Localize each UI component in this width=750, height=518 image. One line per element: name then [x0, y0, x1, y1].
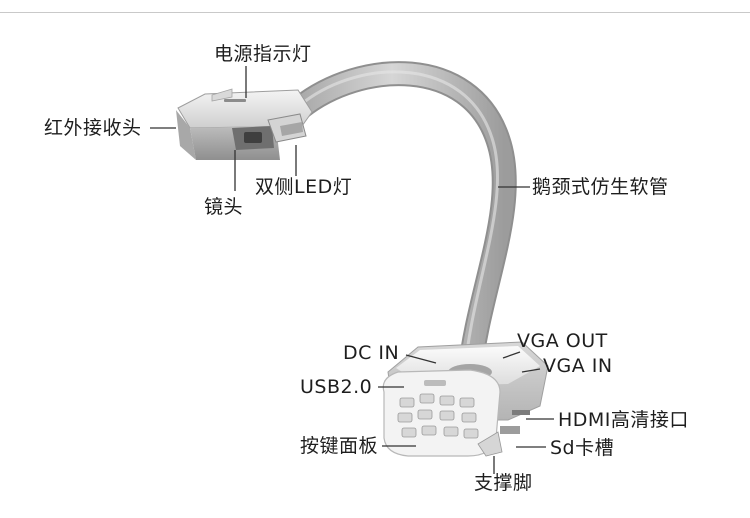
base-unit	[382, 341, 549, 457]
label-usb: USB2.0	[300, 376, 373, 398]
leader-dc-in	[405, 354, 437, 364]
hdmi-port-slot	[512, 410, 530, 415]
power-indicator-led	[224, 99, 246, 102]
label-sd-slot: Sd卡槽	[550, 437, 615, 459]
label-gooseneck: 鹅颈式仿生软管	[532, 176, 669, 198]
label-dc-in: DC IN	[343, 342, 400, 364]
gooseneck-arm	[287, 61, 517, 385]
label-hdmi: HDMI高清接口	[558, 409, 689, 431]
label-dual-led: 双侧LED灯	[255, 176, 353, 198]
sd-slot-shape	[500, 426, 520, 434]
label-lens: 镜头	[204, 196, 244, 218]
label-vga-out: VGA OUT	[517, 330, 608, 352]
leader-vga-out	[502, 351, 521, 359]
label-power-indicator: 电源指示灯	[214, 43, 312, 65]
keypad-buttons	[397, 393, 479, 439]
leader-lines	[150, 66, 554, 474]
label-stand: 支撑脚	[474, 472, 533, 494]
stand-foot	[477, 431, 503, 457]
leader-vga-in	[521, 368, 541, 373]
label-ir-receiver: 红外接收头	[44, 117, 142, 139]
top-divider	[0, 12, 750, 13]
camera-head	[176, 88, 313, 160]
lens	[244, 132, 262, 143]
label-keypad: 按键面板	[300, 435, 379, 457]
label-vga-in: VGA IN	[543, 355, 613, 377]
